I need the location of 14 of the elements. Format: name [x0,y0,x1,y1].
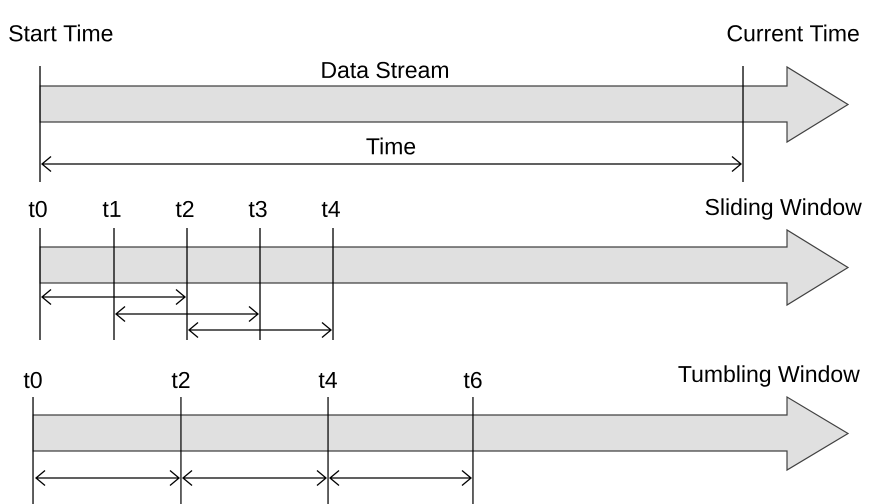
tick-label: t2 [176,200,194,218]
tick-label: t3 [248,200,267,218]
node-label: Sliding Window [706,198,862,220]
tick-label: t1 [102,201,120,217]
dimension-label: Time [366,138,416,154]
tick-label: t4 [322,201,340,217]
tick-label: t0 [24,372,42,388]
time-label: Start Time [9,24,112,42]
tick-label: t0 [28,200,47,218]
tick-label: t2 [172,372,190,388]
node-label: Tumbling Window [678,365,860,387]
tick-label: t4 [318,372,337,388]
time-label: Current Time [728,24,859,42]
tick-label: t6 [464,372,482,388]
